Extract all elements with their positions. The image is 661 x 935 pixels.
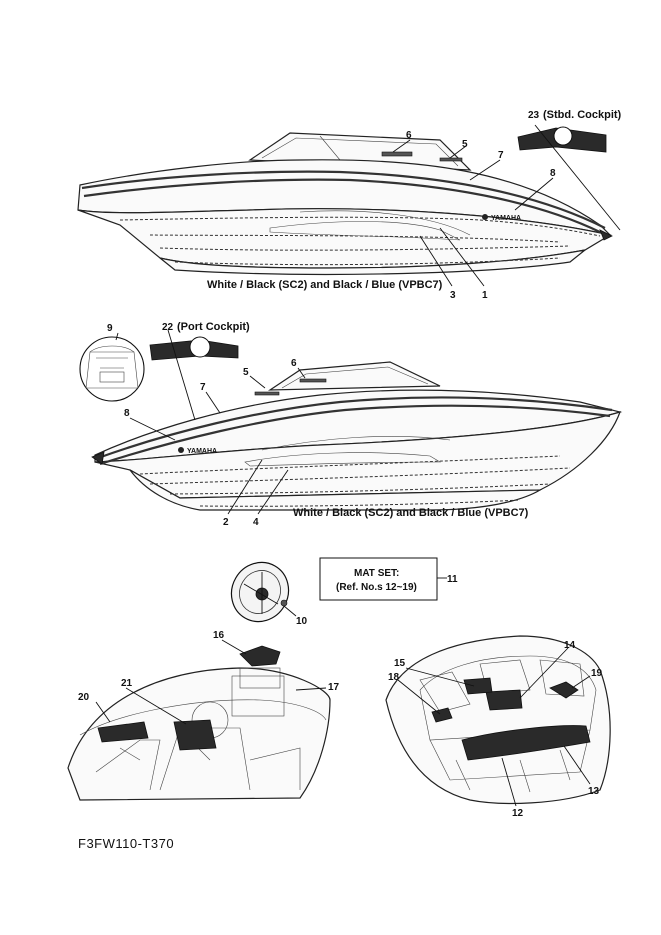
mat-set-ref: (Ref. No.s 12~19) bbox=[336, 582, 417, 593]
callout-1: 1 bbox=[482, 290, 488, 301]
callout-5a: 5 bbox=[462, 139, 468, 150]
boat-starboard-view: YAMAHA bbox=[77, 132, 613, 276]
callout-16: 16 bbox=[213, 630, 225, 641]
mat-15 bbox=[463, 677, 493, 695]
callout-14: 14 bbox=[564, 640, 576, 651]
mat-set-box bbox=[319, 557, 438, 601]
callout-7b: 7 bbox=[200, 382, 206, 393]
callout-7a: 7 bbox=[498, 150, 504, 161]
mat-16 bbox=[239, 645, 281, 667]
steering-wheel-part bbox=[230, 561, 297, 623]
callout-20: 20 bbox=[78, 692, 90, 703]
callout-15: 15 bbox=[394, 658, 406, 669]
callout-5b: 5 bbox=[243, 367, 249, 378]
callout-22: 22 bbox=[162, 322, 174, 333]
stbd-cockpit-label: (Stbd. Cockpit) bbox=[543, 109, 622, 121]
inset-detail-9 bbox=[79, 336, 145, 402]
boat-port-view: YAMAHA bbox=[91, 361, 623, 511]
mat-set-title: MAT SET: bbox=[354, 568, 399, 579]
callout-21: 21 bbox=[121, 678, 133, 689]
boat1-caption: White / Black (SC2) and Black / Blue (VP… bbox=[207, 279, 443, 291]
callout-2: 2 bbox=[223, 517, 229, 528]
boat2-caption: White / Black (SC2) and Black / Blue (VP… bbox=[293, 507, 529, 519]
port-cockpit-label: (Port Cockpit) bbox=[177, 321, 250, 333]
callout-8a: 8 bbox=[550, 168, 556, 179]
mat-19 bbox=[549, 681, 579, 699]
callout-23: 23 bbox=[528, 110, 540, 121]
brand-logo-port: YAMAHA bbox=[187, 448, 217, 455]
callout-9: 9 bbox=[107, 323, 113, 334]
port-cockpit-decal bbox=[149, 336, 239, 361]
figure-code: F3FW110-T370 bbox=[78, 836, 174, 851]
callout-11: 11 bbox=[447, 574, 458, 585]
callout-19: 19 bbox=[591, 668, 603, 679]
callout-6a: 6 bbox=[406, 130, 412, 141]
mat-12-13 bbox=[461, 725, 591, 761]
callout-4: 4 bbox=[253, 517, 259, 528]
callout-12: 12 bbox=[512, 808, 524, 819]
callout-8b: 8 bbox=[124, 408, 130, 419]
stbd-cockpit-decal bbox=[517, 126, 607, 153]
callout-17: 17 bbox=[328, 682, 340, 693]
callout-6b: 6 bbox=[291, 358, 297, 369]
mat-14 bbox=[485, 689, 523, 711]
callout-13: 13 bbox=[588, 786, 600, 797]
callout-10: 10 bbox=[296, 616, 308, 627]
mat-21 bbox=[173, 719, 217, 751]
cockpit-rear-view bbox=[385, 635, 611, 805]
brand-logo-stbd: YAMAHA bbox=[491, 215, 521, 222]
mat-20 bbox=[97, 721, 149, 743]
callout-3: 3 bbox=[450, 290, 456, 301]
callout-18: 18 bbox=[388, 672, 400, 683]
